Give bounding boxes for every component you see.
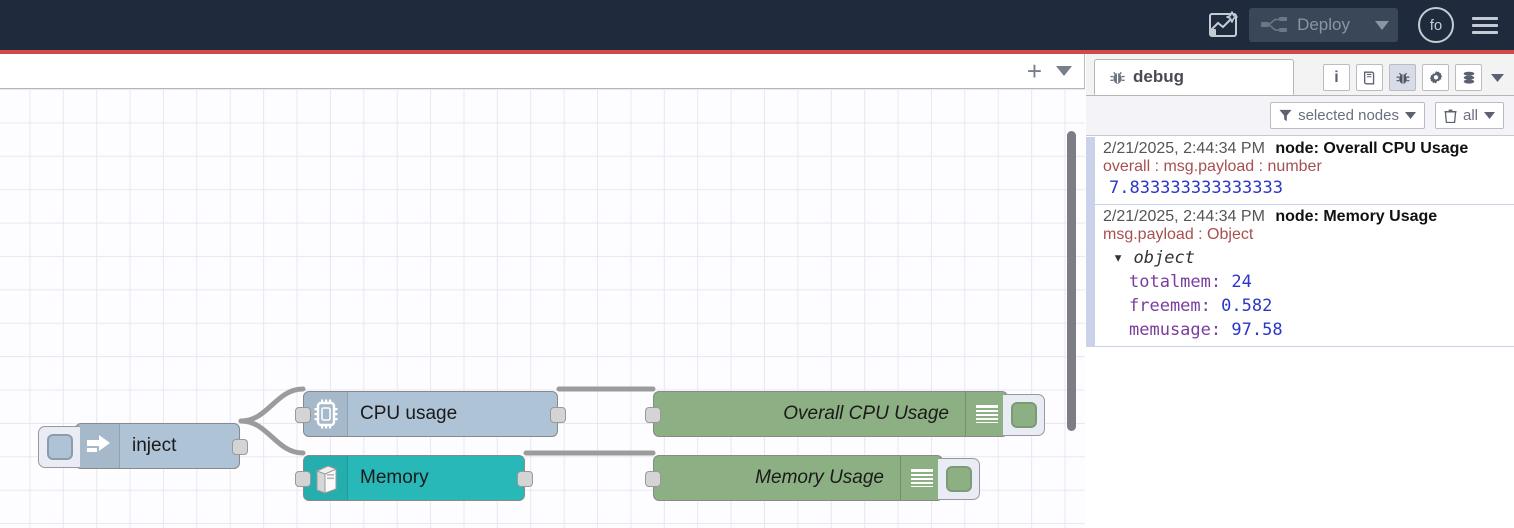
deploy-dropdown-caret[interactable] (1364, 8, 1398, 42)
user-avatar[interactable]: fo (1418, 7, 1454, 43)
hamburger-line (1472, 30, 1498, 34)
flow-node-memory[interactable]: Memory (295, 455, 533, 501)
debug-message[interactable]: 2/21/2025, 2:44:34 PM node: Overall CPU … (1086, 137, 1514, 205)
node-label: CPU usage (360, 403, 458, 424)
chevron-down-icon (1056, 66, 1072, 76)
debug-object-property: freemem: 0.582 (1129, 296, 1273, 316)
debug-toggle-button-inner (1010, 402, 1037, 428)
debug-message-topic: msg.payload : Object (1103, 226, 1254, 243)
debug-toggle-button-inner (945, 466, 972, 492)
sidebar-tab-label: debug (1133, 67, 1184, 86)
debug-property-value: 97.58 (1231, 320, 1283, 340)
app-header: Deploy fo (0, 0, 1514, 50)
flow-node-debug-memory-usage[interactable]: Memory Usage (645, 455, 980, 501)
debug-lines-icon (965, 392, 1007, 436)
debug-message-source-node: node: Memory Usage (1275, 208, 1438, 225)
node-input-port[interactable] (295, 471, 311, 487)
node-input-port[interactable] (295, 407, 311, 423)
avatar-initials: fo (1429, 16, 1443, 34)
debug-message-timestamp: 2/21/2025, 2:44:34 PM (1103, 208, 1265, 225)
clear-all-button[interactable]: all (1434, 102, 1504, 129)
chevron-down-icon (1374, 20, 1389, 30)
flow-tab-menu-button[interactable] (1056, 66, 1072, 76)
bug-icon[interactable] (1389, 64, 1416, 91)
flow-node-debug-overall-cpu-usage[interactable]: Overall CPU Usage (645, 391, 1045, 437)
flow-canvas[interactable]: inject (0, 89, 1085, 528)
debug-property-key: memusage (1129, 320, 1211, 340)
debug-message-topic: overall : msg.payload : number (1103, 158, 1322, 175)
debug-property-key: freemem (1129, 296, 1201, 316)
help-book-icon[interactable] (1356, 64, 1383, 91)
sidebar-tab-bar: debug i (1086, 54, 1514, 96)
node-output-port[interactable] (232, 439, 248, 455)
deploy-button[interactable]: Deploy (1249, 8, 1398, 42)
debug-message-source-node: node: Overall CPU Usage (1275, 140, 1469, 157)
debug-toggle-button[interactable] (938, 458, 980, 500)
caret-down-icon[interactable]: ▾ (1113, 248, 1124, 268)
debug-property-key: totalmem (1129, 272, 1211, 292)
deploy-button-main[interactable]: Deploy (1249, 8, 1364, 42)
sidebar-tool-buttons: i (1323, 64, 1514, 95)
deploy-button-label: Deploy (1297, 15, 1350, 34)
debug-object-root[interactable]: ▾ object (1103, 244, 1508, 268)
chevron-down-icon (1490, 73, 1504, 82)
debug-message[interactable]: 2/21/2025, 2:44:34 PM node: Memory Usage… (1086, 205, 1514, 347)
node-label: inject (132, 435, 177, 456)
add-flow-tab-button[interactable]: + (1027, 58, 1042, 84)
server-tower-icon (304, 456, 348, 500)
sidebar-tools-more-button[interactable] (1488, 64, 1506, 91)
canvas-vertical-scrollbar[interactable] (1067, 131, 1076, 431)
flow-node-cpu-usage[interactable]: CPU usage (295, 391, 566, 437)
node-input-port[interactable] (645, 407, 661, 423)
node-output-port[interactable] (550, 407, 566, 423)
debug-toggle-button[interactable] (1003, 394, 1045, 436)
info-icon[interactable]: i (1323, 64, 1350, 91)
sidebar: debug i (1086, 54, 1514, 528)
cpu-chip-icon (304, 392, 348, 436)
debug-object-property: totalmem: 24 (1129, 272, 1252, 292)
flow-sparkle-icon[interactable] (1203, 5, 1243, 45)
node-label: Memory Usage (755, 467, 884, 488)
filter-selected-nodes-label: selected nodes (1298, 107, 1399, 124)
flow-workspace: + (0, 54, 1085, 528)
debug-property-value: 0.582 (1221, 296, 1273, 316)
flow-tab-bar: + (0, 54, 1084, 89)
inject-trigger-button-inner (46, 434, 73, 460)
debug-message-header: 2/21/2025, 2:44:34 PM node: Memory Usage (1103, 208, 1508, 226)
clear-all-label: all (1462, 107, 1478, 124)
main-menu-button[interactable] (1472, 13, 1498, 38)
flow-node-inject[interactable]: inject (38, 423, 248, 469)
bug-icon (1110, 71, 1125, 84)
hamburger-line (1472, 23, 1498, 27)
inject-arrow-icon (76, 424, 120, 468)
debug-object-property: memusage: 97.58 (1129, 320, 1283, 340)
deploy-flow-icon (1261, 17, 1288, 32)
gear-icon[interactable] (1422, 64, 1449, 91)
node-label: Overall CPU Usage (783, 403, 949, 424)
inject-trigger-button[interactable] (38, 426, 80, 468)
context-data-icon[interactable] (1455, 64, 1482, 91)
header-accent-bar (0, 50, 1514, 54)
trash-icon (1444, 109, 1457, 123)
debug-message-header: 2/21/2025, 2:44:34 PM node: Overall CPU … (1103, 140, 1508, 158)
chevron-down-icon (1484, 112, 1495, 119)
debug-lines-icon (900, 456, 942, 500)
debug-property-value: 24 (1231, 272, 1252, 292)
node-label: Memory (360, 467, 429, 488)
sidebar-tab-debug[interactable]: debug (1094, 59, 1294, 95)
filter-selected-nodes-button[interactable]: selected nodes (1270, 102, 1425, 129)
debug-message-list[interactable]: 2/21/2025, 2:44:34 PM node: Overall CPU … (1086, 137, 1514, 528)
node-output-port[interactable] (517, 471, 533, 487)
debug-message-value: 7.833333333333333 (1109, 178, 1283, 198)
node-input-port[interactable] (645, 471, 661, 487)
funnel-icon (1279, 109, 1292, 122)
debug-filter-bar: selected nodes all (1086, 96, 1514, 136)
debug-object-label: object (1133, 248, 1195, 268)
debug-message-timestamp: 2/21/2025, 2:44:34 PM (1103, 140, 1265, 157)
plus-icon: + (1026, 56, 1042, 86)
chevron-down-icon (1404, 112, 1416, 119)
hamburger-line (1472, 16, 1498, 20)
